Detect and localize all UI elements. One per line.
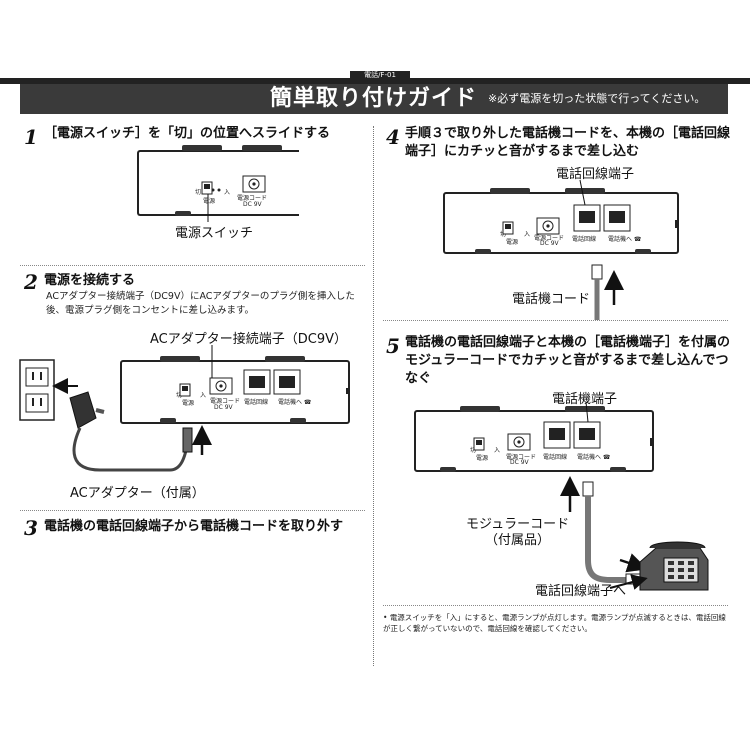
label-power: 電源 — [182, 400, 195, 407]
section-divider — [20, 265, 365, 266]
callout-phone-cord: 電話機コード — [512, 292, 591, 307]
section-divider — [383, 320, 728, 321]
step-number: 1 — [24, 125, 38, 149]
label-power: 電源 — [476, 455, 489, 462]
title-note: ※必ず電源を切った状態で行ってください。 — [488, 92, 706, 105]
step-text: 電話機の電話回線端子と本機の［電話機端子］を付属のモジュラーコードでカチッと音が… — [405, 335, 731, 386]
callout-phone-port: 電話機端子 — [552, 392, 618, 407]
label-on: 入 — [224, 189, 231, 196]
label-dc: DC 9V — [243, 201, 262, 208]
step5-details — [440, 401, 709, 591]
label-dc: DC 9V — [214, 404, 233, 411]
label-off: 切 — [195, 189, 202, 196]
label-line: 電話回線 — [543, 454, 568, 461]
callout-ac-adapter: ACアダプター（付属） — [70, 486, 205, 501]
footnote-text: 電源スイッチを「入」にすると、電源ランプが点灯します。電源ランプが点滅するときは… — [383, 613, 726, 633]
footnote-bullet: • — [383, 613, 390, 622]
label-dc: DC 9V — [540, 240, 559, 247]
column-divider — [373, 126, 374, 666]
label-on: 入 — [494, 447, 501, 454]
step4-details — [475, 179, 679, 320]
step-number: 4 — [386, 125, 400, 149]
step-text: ［電源スイッチ］を「切」の位置へスライドする — [44, 126, 331, 141]
label-phone: 電話機へ ☎ — [278, 399, 312, 406]
title-bar — [20, 84, 728, 114]
callout-modular-cord: モジュラーコード （付属品） — [466, 517, 570, 548]
label-phone: 電話機へ ☎ — [608, 236, 642, 243]
label-power: 電源 — [203, 198, 216, 205]
step-description: ACアダプター接続端子（DC9V）にACアダプターのプラグ側を挿入した後、電源プ… — [46, 291, 355, 316]
callout-to-line-port: 電話回線端子へ — [535, 584, 627, 599]
step-number: 5 — [386, 334, 400, 358]
step-number: 3 — [24, 516, 38, 540]
device-illustration — [414, 410, 654, 472]
footnote: • 電源スイッチを「入」にすると、電源ランプが点灯します。電源ランプが点滅すると… — [383, 612, 728, 634]
step-text: 電話機の電話回線端子から電話機コードを取り外す — [44, 519, 344, 534]
callout-line-port: 電話回線端子 — [556, 167, 635, 182]
label-dc: DC 9V — [510, 459, 529, 466]
label-power-cord: 電源コード — [506, 454, 537, 461]
label-power-cord: 電源コード — [237, 195, 268, 202]
step-number: 2 — [24, 270, 38, 294]
label-phone: 電話機へ ☎ — [577, 454, 611, 461]
top-rule — [0, 78, 750, 84]
device-illustration — [137, 150, 299, 216]
section-divider — [383, 605, 728, 606]
label-power-cord: 電源コード — [210, 398, 241, 405]
step2-details — [19, 345, 350, 472]
label-on: 入 — [200, 392, 207, 399]
device-illustration — [443, 192, 679, 254]
device-illustration — [120, 360, 350, 424]
page-title: 簡単取り付けガイド — [270, 86, 478, 111]
label-on: 入 — [524, 231, 531, 238]
callout-ac-port: ACアダプター接続端子（DC9V） — [150, 332, 347, 347]
step-text: 手順３で取り外した電話機コードを、本機の［電話回線端子］にカチッと音がするまで差… — [405, 126, 731, 159]
label-off: 切 — [470, 447, 477, 454]
callout-power-switch: 電源スイッチ — [175, 226, 254, 241]
header-tab: 電話/F-01 — [350, 71, 410, 80]
step-text: 電源を接続する — [44, 273, 136, 288]
label-off: 切 — [176, 392, 183, 399]
label-line: 電話回線 — [572, 236, 597, 243]
step1-device-details — [175, 145, 282, 222]
section-divider — [20, 510, 365, 511]
label-power-cord: 電源コード — [534, 235, 565, 242]
label-power: 電源 — [506, 239, 519, 246]
label-line: 電話回線 — [244, 399, 269, 406]
